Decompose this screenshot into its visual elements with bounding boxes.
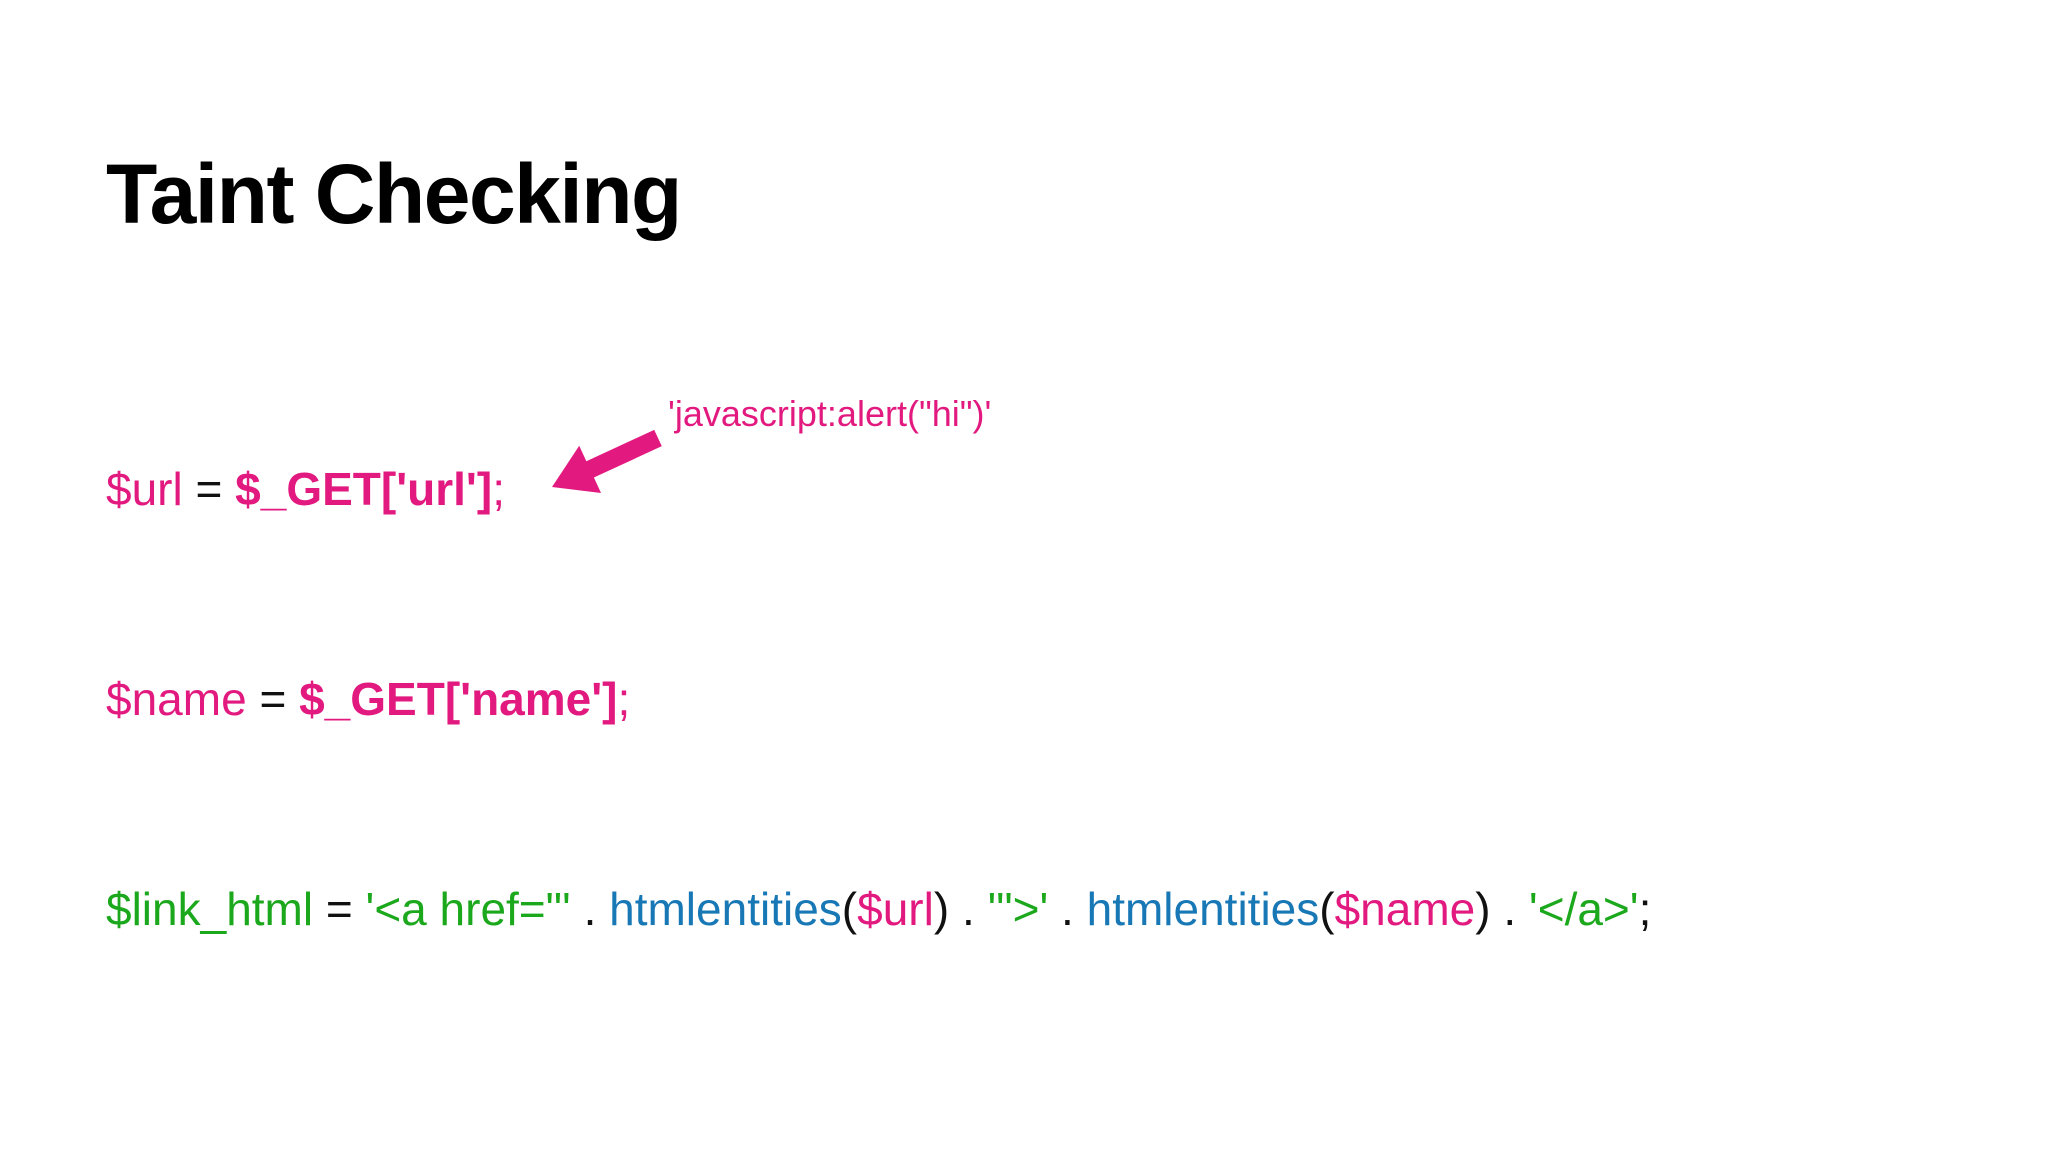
code-token-string: '">' (987, 883, 1049, 935)
code-token-string: '</a>' (1528, 883, 1639, 935)
code-token-plain (1074, 883, 1087, 935)
code-token-plain (975, 883, 988, 935)
code-token-plain (222, 463, 235, 515)
code-token-plain (571, 883, 584, 935)
code-token-plain (313, 883, 326, 935)
code-token-semi-pink: ; (617, 673, 631, 725)
code-token-plain (183, 463, 196, 515)
code-token-super: $_GET['url'] (235, 463, 493, 515)
code-token-plain (1491, 883, 1504, 935)
code-token-plain (1516, 883, 1529, 935)
code-token-string: '<a href="' (365, 883, 571, 935)
annotation-label: 'javascript:alert("hi")' (668, 393, 992, 434)
code-token-punct: . (1503, 883, 1517, 935)
code-token-var-pink: $name (1334, 883, 1476, 935)
code-token-var-pink: $url (857, 883, 934, 935)
code-token-plain: = (259, 673, 287, 725)
code-token-plain (596, 883, 609, 935)
code-token-super: $_GET['name'] (299, 673, 618, 725)
code-token-plain (1048, 883, 1061, 935)
code-token-punct: ) (933, 883, 950, 935)
code-line-line-link-html-assign: $link_html = '<a href="' . htmlentities(… (106, 886, 1651, 932)
code-token-punct: . (583, 883, 597, 935)
code-token-plain (353, 883, 366, 935)
code-token-plain: = (195, 463, 223, 515)
code-token-plain: = (325, 883, 353, 935)
code-token-plain (286, 673, 299, 725)
page-title: Taint Checking (106, 147, 682, 242)
code-token-func: htmlentities (609, 883, 842, 935)
code-token-var-pink: $name (106, 673, 247, 725)
code-line-line-name-assign: $name = $_GET['name']; (106, 676, 630, 722)
code-token-punct: ( (841, 883, 858, 935)
code-token-plain (949, 883, 962, 935)
code-token-punct: ( (1319, 883, 1335, 935)
code-token-punct: ; (1638, 883, 1652, 935)
code-token-var-green: $link_html (106, 883, 314, 935)
code-token-punct: . (1061, 883, 1074, 935)
code-token-plain (247, 673, 260, 725)
code-token-punct: ) (1475, 883, 1491, 935)
code-token-semi-pink: ; (492, 463, 505, 515)
code-token-punct: . (961, 883, 975, 935)
code-token-func: htmlentities (1086, 883, 1320, 935)
code-token-var-pink: $url (106, 463, 183, 515)
arrow-pointing-down-left-icon (552, 429, 662, 493)
code-line-line-url-assign: $url = $_GET['url']; (106, 466, 505, 512)
